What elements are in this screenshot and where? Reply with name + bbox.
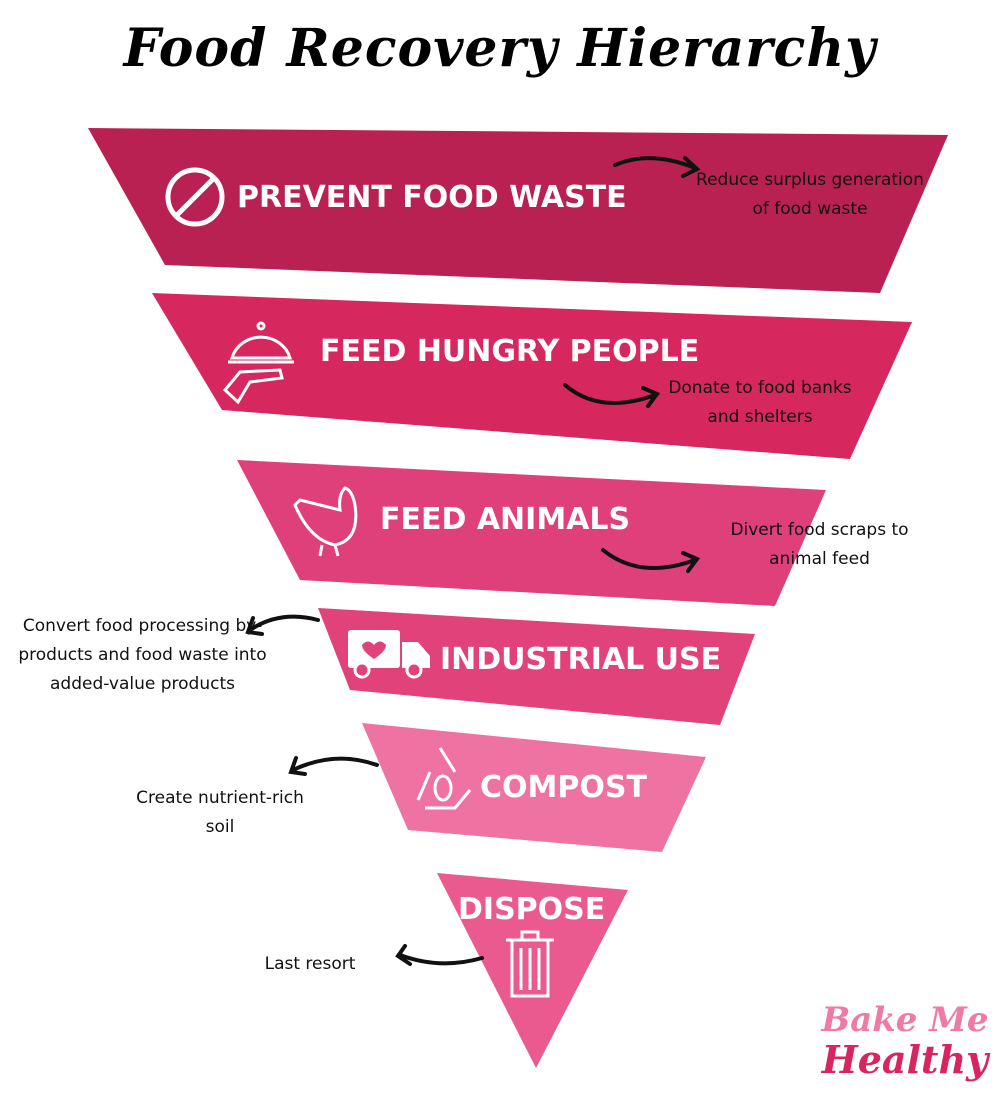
chicken-icon [293,486,358,557]
tier-5-label: COMPOST [480,770,647,805]
tier-5-note: Create nutrient-rich soil [136,788,304,837]
recycle-apple-icon [416,747,472,810]
arrow-6 [395,944,484,966]
brand-logo: Bake Me Healthy [820,1000,990,1080]
tier-3-note: Divert food scraps to animal feed [730,520,909,569]
tier-4-band [318,608,755,725]
prohibited-icon [165,167,225,227]
arrow-2 [563,383,661,408]
arrow-4 [245,614,320,636]
arrow-1 [613,156,701,178]
arrow-5 [288,756,379,776]
logo-line-2: Healthy [821,1037,989,1082]
arrow-3 [601,548,701,573]
tier-1-label: PREVENT FOOD WASTE [237,180,627,215]
tier-1-note: Reduce surplus generation of food waste [696,170,924,219]
tier-5-band [362,723,706,852]
tier-2-band [152,293,912,459]
tier-3-label: FEED ANIMALS [380,502,631,537]
tier-4-note: Convert food processing by-products and … [18,616,267,694]
delivery-truck-icon [348,630,430,679]
trash-can-icon [506,930,554,998]
tier-6-label: DISPOSE [458,892,606,927]
tier-1-band [88,128,948,293]
page-title: Food Recovery Hierarchy [123,18,877,79]
tier-2-label: FEED HUNGRY PEOPLE [320,334,700,369]
tier-6-band [437,873,628,1068]
serving-cloche-icon [222,321,294,405]
tier-6-note: Last resort [264,954,356,974]
tier-4-label: INDUSTRIAL USE [440,642,722,677]
tier-2-note: Donate to food banks and shelters [668,378,852,427]
logo-line-1: Bake Me [821,1000,989,1040]
tier-3-band [237,460,826,606]
